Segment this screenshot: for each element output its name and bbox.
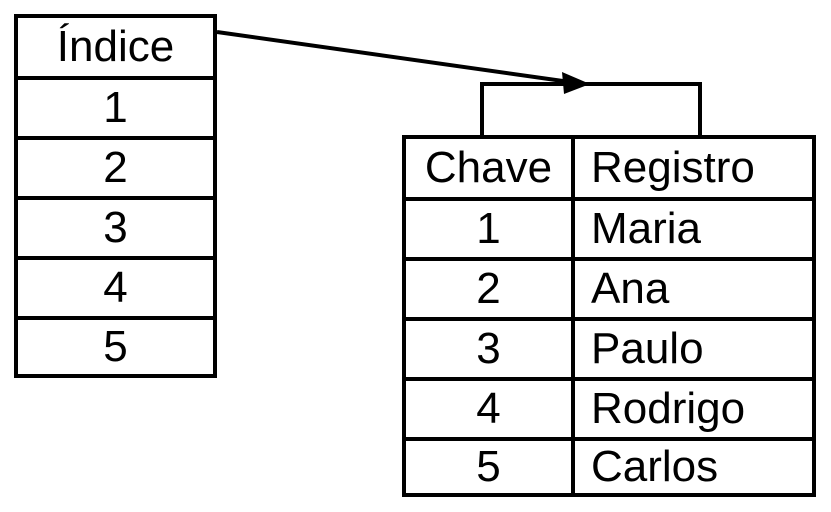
index-row: 5: [103, 322, 128, 371]
record-cell: Rodrigo: [591, 384, 746, 433]
record-cell: Carlos: [591, 442, 719, 491]
key-cell: 5: [476, 442, 501, 491]
row-divider: [406, 317, 812, 321]
index-header: Índice: [56, 22, 175, 71]
index-row: 4: [103, 263, 128, 312]
index-row: 3: [103, 203, 128, 252]
record-cell: Maria: [591, 204, 702, 253]
row-divider: [406, 257, 812, 261]
key-header: Chave: [424, 143, 553, 192]
key-cell: 2: [476, 264, 501, 313]
row-divider: [406, 197, 812, 201]
index-row: 1: [103, 83, 128, 132]
column-divider: [571, 139, 575, 493]
key-cell: 4: [476, 384, 501, 433]
record-bracket: [480, 82, 702, 135]
row-divider: [18, 196, 213, 200]
record-cell: Ana: [591, 264, 670, 313]
row-divider: [406, 437, 812, 441]
records-table: Chave Registro 1 Maria 2 Ana 3 Paulo 4 R…: [402, 135, 816, 497]
row-divider: [18, 316, 213, 320]
index-table: Índice 1 2 3 4 5: [14, 14, 217, 378]
arrow-head: [562, 72, 590, 94]
index-row: 2: [103, 143, 128, 192]
record-cell: Paulo: [591, 324, 704, 373]
row-divider: [406, 377, 812, 381]
row-divider: [18, 136, 213, 140]
row-divider: [18, 256, 213, 260]
key-cell: 1: [476, 204, 501, 253]
record-header: Registro: [591, 143, 755, 192]
key-cell: 3: [476, 324, 501, 373]
arrow-line: [216, 30, 571, 84]
row-divider: [18, 76, 213, 80]
